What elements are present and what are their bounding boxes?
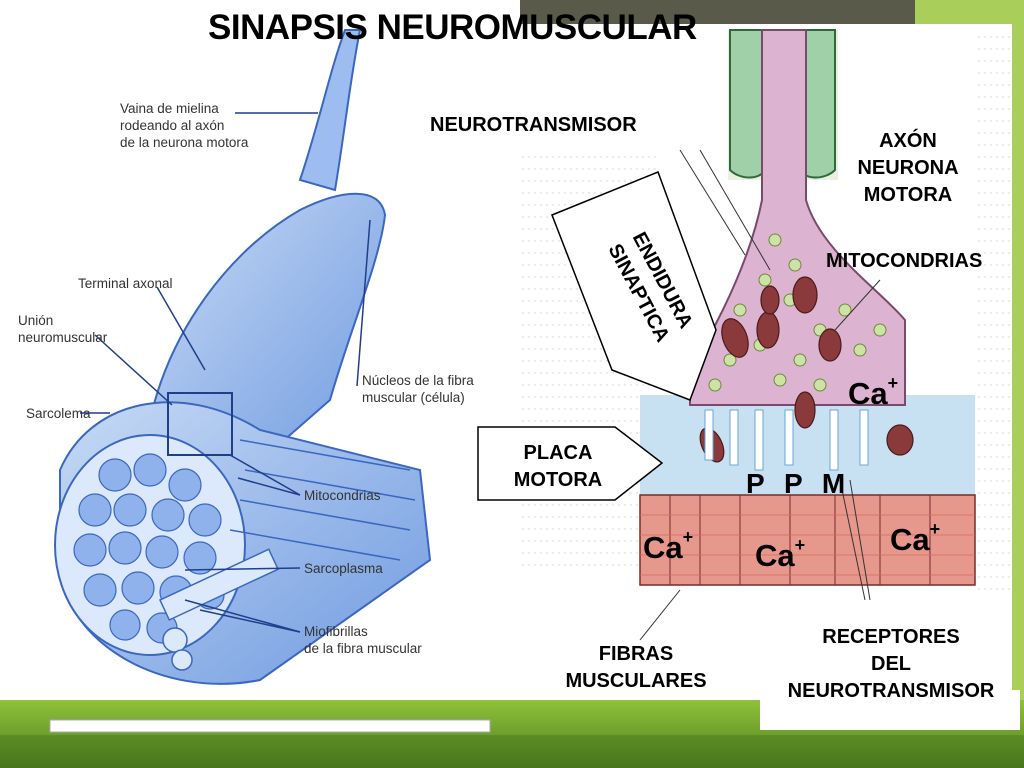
label-sarcoplasma: Sarcoplasma bbox=[304, 561, 383, 576]
label-miofibrillas: Miofibrillas de la fibra muscular bbox=[304, 624, 422, 656]
ca-ion-fiber-middle: Ca+ bbox=[755, 534, 806, 573]
label-receptores-neurotransmisor: RECEPTORES DEL NEUROTRANSMISOR bbox=[787, 626, 995, 702]
label-axon-neurona-motora: AXÓN NEURONA MOTORA bbox=[857, 130, 959, 206]
label-ppm: P P M bbox=[746, 468, 852, 499]
label-fibras-musculares: FIBRAS MUSCULARES bbox=[565, 643, 707, 692]
label-sarcolema: Sarcolema bbox=[26, 406, 91, 421]
top-dark-bar bbox=[520, 0, 915, 24]
label-neurotransmisor: NEUROTRANSMISOR bbox=[430, 114, 637, 136]
endidura-callout-shape bbox=[551, 171, 717, 401]
label-placa-motora: PLACA MOTORA bbox=[513, 442, 603, 491]
top-green-bar bbox=[915, 0, 1024, 24]
slide-title: SINAPSIS NEUROMUSCULAR bbox=[208, 8, 697, 47]
label-vaina-mielina: Vaina de mielina rodeando al axón de la … bbox=[120, 101, 249, 150]
ca-ion-cleft: Ca+ bbox=[848, 372, 899, 411]
label-nucleos: Núcleos de la fibra muscular (célula) bbox=[362, 373, 474, 405]
label-terminal-axonal: Terminal axonal bbox=[78, 276, 173, 291]
placa-callout-shape bbox=[477, 426, 664, 501]
label-mitocondrias-left: Mitocondrias bbox=[304, 488, 381, 503]
ca-ion-fiber-left: Ca+ bbox=[643, 526, 694, 565]
ca-ion-fiber-right: Ca+ bbox=[890, 518, 941, 557]
label-union-neuromuscular: Unión neuromuscular bbox=[18, 313, 108, 345]
label-mitocondrias-right: MITOCONDRIAS bbox=[826, 250, 983, 272]
